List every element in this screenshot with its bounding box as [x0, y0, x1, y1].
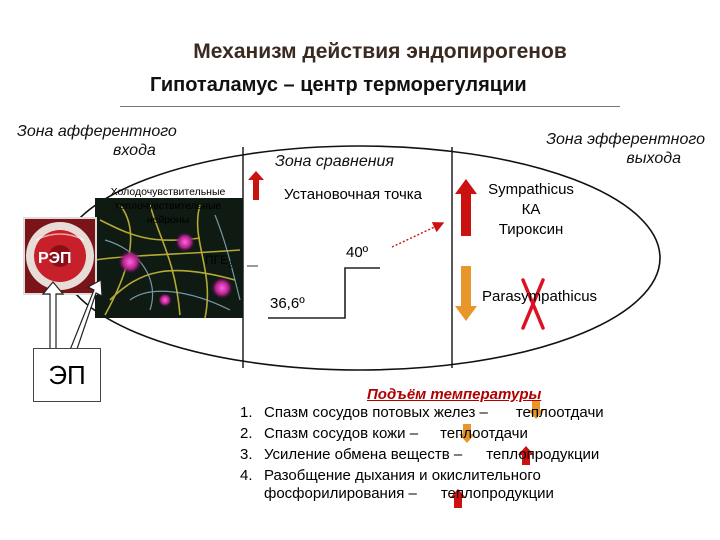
temp-low-label: 36,6º: [270, 295, 305, 312]
efferent-zone-label: Зона эфферентного выхода: [505, 130, 705, 168]
temp-high-label: 40º: [346, 244, 368, 261]
list-item: 3. Усиление обмена веществ –теплопродукц…: [240, 446, 700, 464]
ep-box: ЭП: [33, 348, 101, 402]
setpoint-label: Установочная точка: [284, 186, 422, 203]
efferent-sympathetic-text: Sympathicus КА Тироксин: [476, 180, 586, 240]
afferent-zone-label: Зона афферентного входа: [17, 122, 237, 160]
rise-list: 1. Спазм сосудов потовых желез –теплоотд…: [240, 404, 700, 503]
neurons-label: Холодочувствительные теплочувствительные…: [93, 185, 243, 227]
pge-label: ПГЕ2: [205, 253, 233, 269]
parasympathicus-label: Parasympathicus: [482, 288, 597, 305]
list-item: 4. Разобщение дыхания и окислительного ф…: [240, 467, 700, 503]
list-item: 2. Спазм сосудов кожи –теплоотдачи: [240, 425, 700, 443]
rep-label: РЭП: [38, 250, 72, 268]
list-item: 1. Спазм сосудов потовых желез –теплоотд…: [240, 404, 700, 422]
rise-heading: Подъём температуры: [367, 386, 541, 403]
comparison-zone-label: Зона сравнения: [275, 152, 394, 171]
